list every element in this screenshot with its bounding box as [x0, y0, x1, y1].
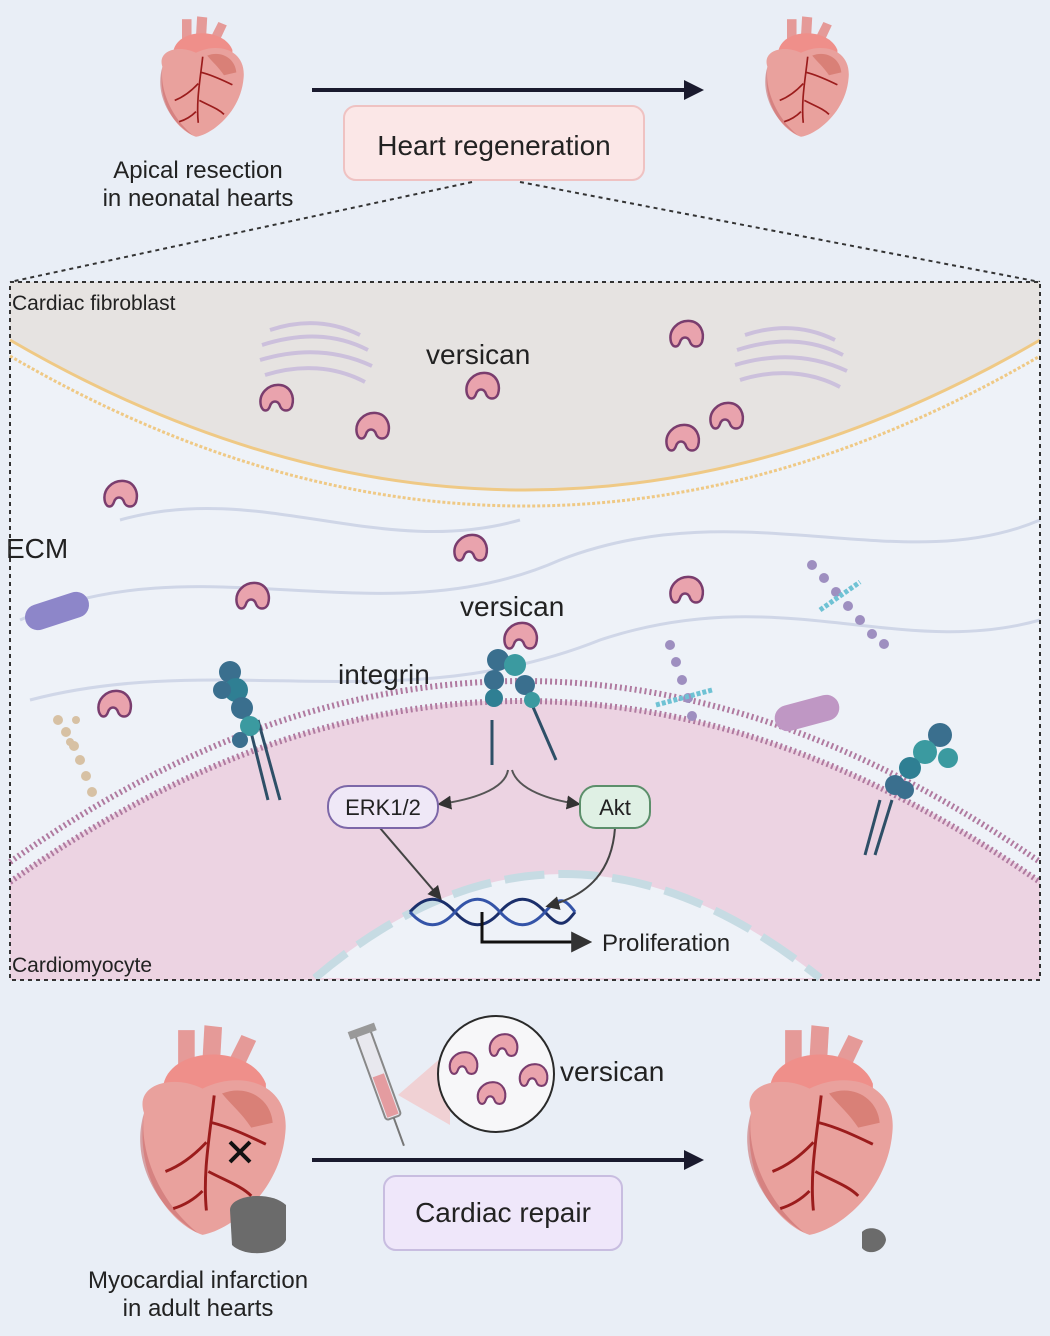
adult-hearts-caption: in adult hearts	[123, 1295, 274, 1322]
cardiomyocyte-label: Cardiomyocyte	[12, 954, 152, 977]
heart-regeneration-label: Heart regeneration	[377, 130, 610, 161]
integrin-center-icon	[484, 649, 558, 765]
regenerated-heart-icon	[764, 15, 850, 138]
glycan-left-icon	[53, 715, 97, 797]
erk-label: ERK1/2	[345, 795, 421, 820]
cardiomyocyte-cytoplasm	[10, 700, 1040, 980]
akt-node	[579, 785, 651, 829]
golgi-left	[259, 321, 373, 384]
integrin-right-icon	[863, 723, 958, 856]
ecm-protein-icon-2	[774, 694, 840, 732]
versican-label-top: versican	[426, 339, 530, 370]
fibroblast-membrane-inner	[9, 354, 1041, 508]
fibroblast-cytoplasm	[10, 282, 1040, 490]
apical-resection-caption: Apical resection	[113, 157, 282, 184]
cardiac-fibroblast-label: Cardiac fibroblast	[12, 292, 176, 315]
erk-to-dna-arrow	[379, 827, 442, 901]
infarcted-heart-icon	[138, 1023, 288, 1254]
syringe-icon	[347, 1022, 405, 1147]
versican-label-middle: versican	[460, 591, 564, 622]
akt-label: Akt	[599, 795, 631, 820]
versican-magnifier	[437, 1015, 555, 1133]
neonatal-hearts-caption: in neonatal hearts	[103, 185, 294, 212]
top-section: Heart regeneration Apical resection in n…	[9, 15, 1041, 283]
signal-arrow-erk	[437, 769, 509, 810]
bottom-section: versican Cardiac repair Myocardial infar…	[88, 1015, 895, 1322]
integrin-label: integrin	[338, 659, 430, 690]
cardiomyocyte-membrane-outer	[8, 678, 1042, 865]
glycan-right-icon	[655, 560, 889, 721]
proliferation-arrow	[480, 912, 593, 953]
cardiac-repair-box	[383, 1175, 623, 1251]
integrin-left-icon	[213, 661, 282, 801]
golgi-right	[734, 326, 848, 389]
panel-border	[9, 281, 1041, 981]
myocardial-infarction-caption: Myocardial infarction	[88, 1267, 308, 1294]
zoom-line-left	[9, 181, 473, 283]
mechanism-panel: Proliferation	[6, 281, 1042, 982]
repaired-heart-icon	[745, 1023, 895, 1253]
ecm-label: ECM	[6, 533, 68, 564]
ecm-protein-icon	[24, 591, 90, 631]
cardiomyocyte-membrane-inner	[8, 698, 1042, 885]
proliferation-label: Proliferation	[602, 930, 730, 957]
fibroblast-membrane-outer	[9, 338, 1041, 492]
versican-label-bottom: versican	[560, 1056, 664, 1087]
zoom-line-right	[519, 181, 1041, 283]
ecm-fibers	[19, 507, 1041, 702]
erk-node	[327, 785, 439, 829]
injection-cone	[398, 1050, 450, 1125]
signal-arrow-akt	[511, 769, 581, 810]
neonatal-heart-icon	[159, 15, 245, 138]
heart-regeneration-box	[343, 105, 645, 181]
cardiac-repair-label: Cardiac repair	[415, 1197, 591, 1228]
akt-to-dna-arrow	[545, 827, 616, 910]
